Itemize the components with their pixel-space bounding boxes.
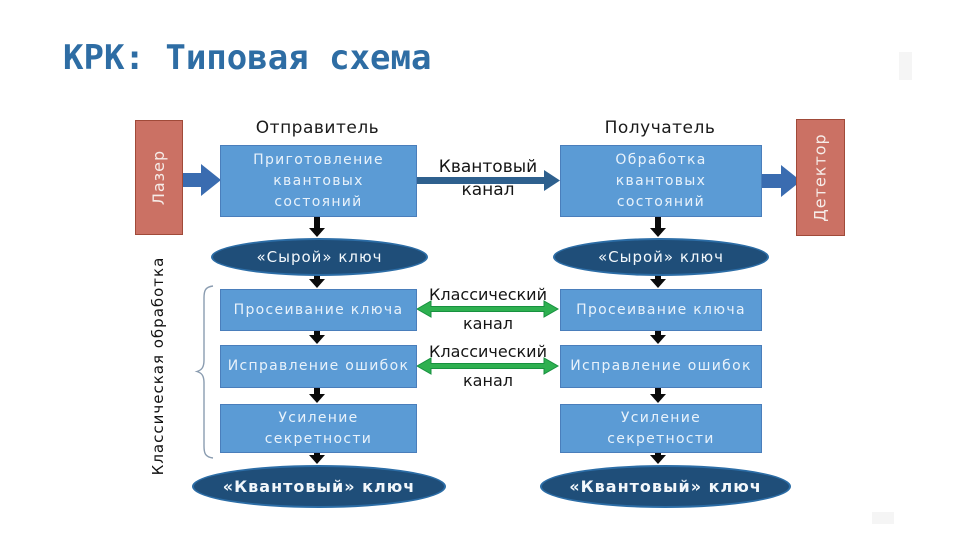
receiver-raw-key-ellipse: «Сырой» ключ bbox=[553, 238, 769, 276]
receiver-quantum-key-label: «Квантовый» ключ bbox=[569, 477, 762, 496]
classical-channel-top-line2: канал bbox=[463, 314, 513, 333]
classical-channel-bottom-label: Классический канал bbox=[420, 343, 556, 389]
sender-quantum-key-ellipse: «Квантовый» ключ bbox=[192, 465, 446, 508]
sender-raw-key-label: «Сырой» ключ bbox=[256, 248, 383, 266]
flow-arrow bbox=[309, 452, 325, 464]
flow-arrow bbox=[650, 387, 666, 403]
laser-label: Лазер bbox=[149, 149, 169, 206]
receiver-sifting-box: Просеивание ключа bbox=[560, 289, 762, 331]
watermark bbox=[899, 52, 912, 80]
flow-arrow bbox=[650, 330, 666, 344]
flow-arrow bbox=[650, 216, 666, 237]
quantum-channel-line2: канал bbox=[461, 180, 515, 200]
detector-arrow bbox=[760, 165, 801, 197]
brace bbox=[194, 285, 214, 459]
receiver-privacy-line2: секретности bbox=[607, 430, 715, 447]
flow-arrow bbox=[309, 330, 325, 344]
sender-privacy-line2: секретности bbox=[264, 430, 373, 447]
sender-quantum-key-label: «Квантовый» ключ bbox=[222, 477, 416, 496]
classical-channel-top-line1: Классический bbox=[429, 285, 547, 304]
receiver-privacy-line1: Усиление bbox=[620, 409, 702, 426]
classical-channel-top-label: Классический канал bbox=[420, 286, 556, 332]
sender-privacy-line1: Усиление bbox=[278, 409, 359, 426]
sender-privacy-box: Усиление секретности bbox=[220, 404, 417, 453]
quantum-channel-label: Квантовый канал bbox=[413, 158, 563, 200]
classical-channel-bottom-line1: Классический bbox=[429, 342, 547, 361]
receiver-error-correction-label: Исправление ошибок bbox=[570, 358, 752, 374]
receiver-process-line3: состояний bbox=[616, 193, 706, 210]
sender-error-correction-box: Исправление ошибок bbox=[220, 345, 417, 388]
detector-label: Детектор bbox=[811, 133, 830, 222]
detector-box: Детектор bbox=[796, 119, 845, 236]
sender-error-correction-label: Исправление ошибок bbox=[227, 358, 410, 374]
laser-arrow bbox=[180, 164, 221, 196]
sender-sifting-box: Просеивание ключа bbox=[220, 289, 417, 331]
sender-header: Отправитель bbox=[255, 118, 380, 138]
receiver-process-line2: квантовых bbox=[615, 172, 707, 189]
sender-sifting-label: Просеивание ключа bbox=[233, 301, 404, 318]
receiver-quantum-key-ellipse: «Квантовый» ключ bbox=[540, 465, 791, 508]
receiver-raw-key-label: «Сырой» ключ bbox=[597, 248, 725, 266]
sender-prepare-line2: квантовых bbox=[273, 172, 364, 189]
receiver-process-box: Обработка квантовых состояний bbox=[560, 145, 762, 217]
sender-raw-key-ellipse: «Сырой» ключ bbox=[211, 238, 428, 276]
sender-prepare-box: Приготовление квантовых состояний bbox=[220, 145, 417, 217]
receiver-error-correction-box: Исправление ошибок bbox=[560, 345, 762, 388]
slide-title: КРК: Типовая схема bbox=[63, 38, 432, 78]
laser-box: Лазер bbox=[135, 120, 183, 235]
classical-processing-label: Классическая обработка bbox=[149, 256, 167, 476]
receiver-header: Получатель bbox=[604, 118, 716, 138]
receiver-process-line1: Обработка bbox=[615, 151, 707, 168]
receiver-sifting-label: Просеивание ключа bbox=[576, 301, 746, 318]
receiver-privacy-box: Усиление секретности bbox=[560, 404, 762, 453]
classical-channel-bottom-line2: канал bbox=[463, 371, 513, 390]
flow-arrow bbox=[650, 452, 666, 464]
sender-prepare-line3: состояний bbox=[274, 193, 363, 210]
watermark bbox=[872, 512, 894, 524]
flow-arrow bbox=[309, 216, 325, 237]
flow-arrow bbox=[309, 387, 325, 403]
sender-prepare-line1: Приготовление bbox=[253, 151, 384, 168]
quantum-channel-line1: Квантовый bbox=[438, 157, 538, 177]
